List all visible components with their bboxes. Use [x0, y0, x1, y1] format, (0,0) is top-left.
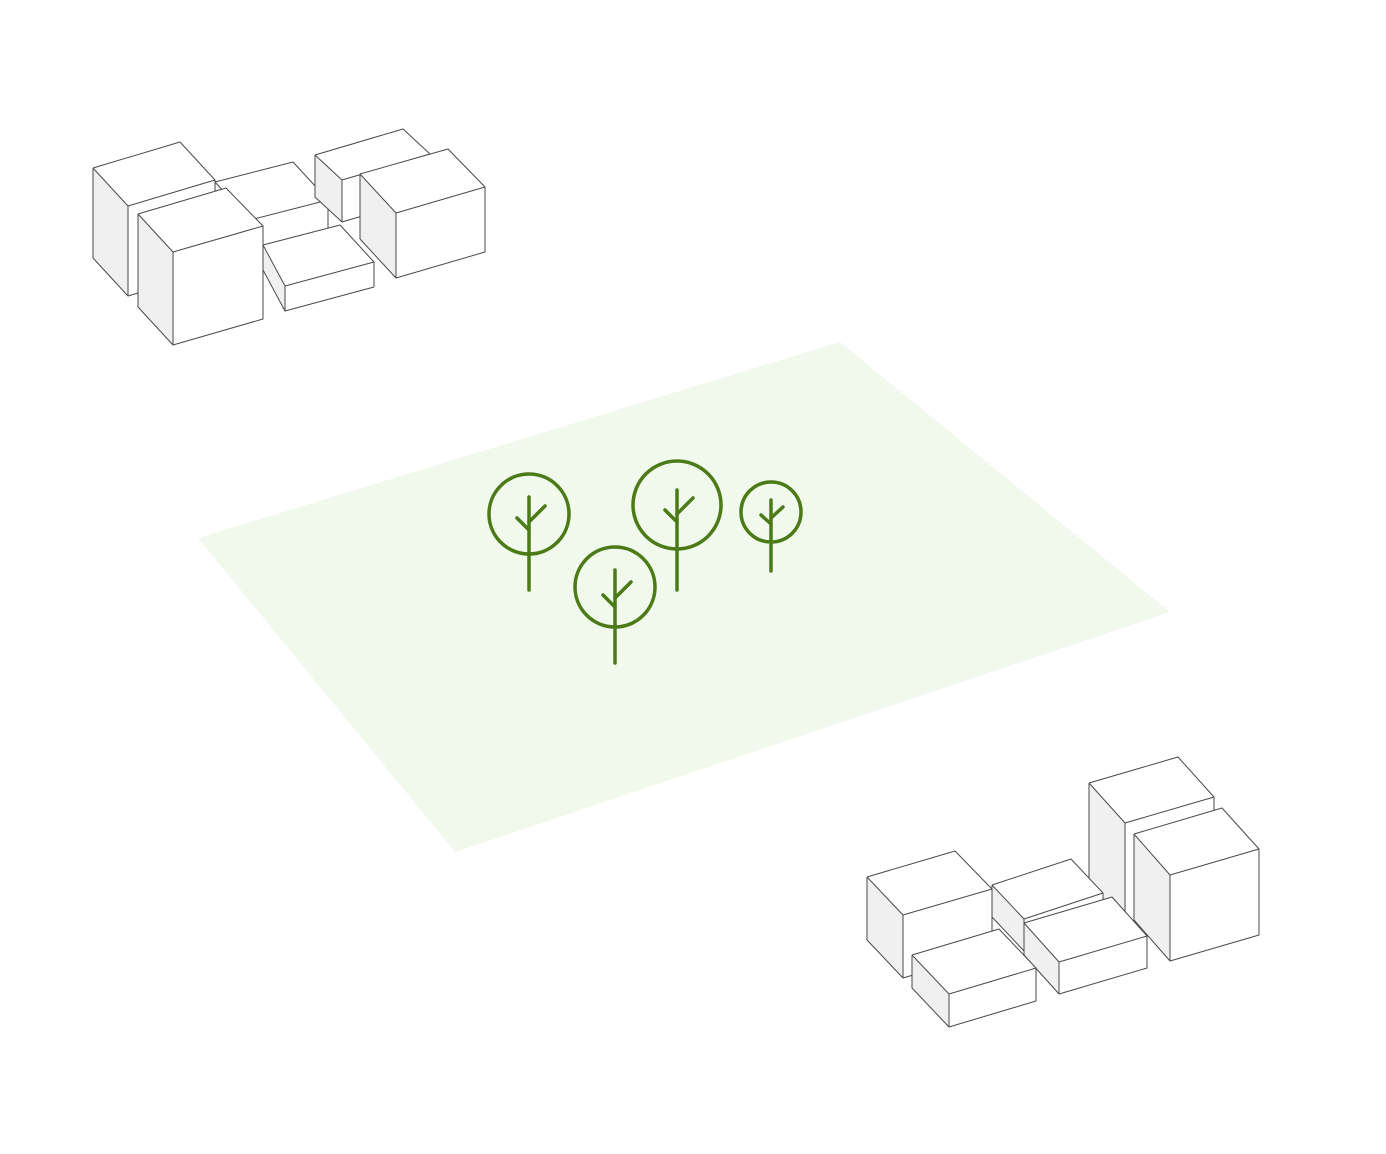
tree-group: [487, 459, 803, 665]
building-block: [262, 224, 375, 312]
building-block: [137, 187, 264, 346]
building-cluster-bottom-right: [866, 756, 1260, 1028]
tree-icon: [487, 472, 571, 592]
building-cluster-top-left: [92, 128, 486, 346]
building-block: [1133, 807, 1260, 962]
park-ground: [198, 342, 1170, 852]
building-block: [1023, 896, 1148, 995]
building-block: [359, 148, 486, 279]
tree-icon: [573, 545, 657, 665]
tree-icon: [739, 480, 803, 573]
tree-icon: [631, 459, 723, 592]
building-block: [911, 928, 1037, 1028]
